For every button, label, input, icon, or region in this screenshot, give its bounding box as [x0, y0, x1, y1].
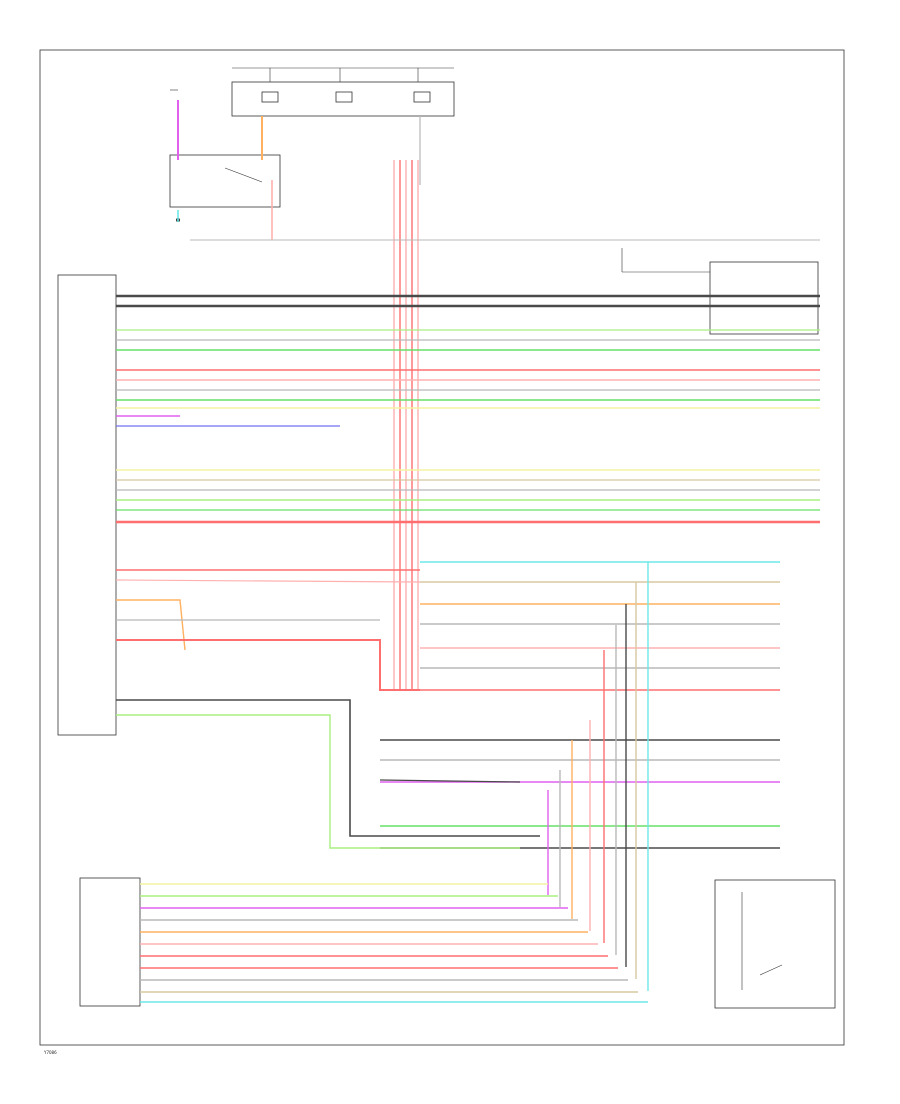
fuse-block — [231, 81, 455, 117]
audio-module-box — [709, 261, 819, 335]
radio-unit-connector — [57, 274, 117, 736]
relay-switch — [224, 167, 263, 183]
fuse-3 — [413, 91, 431, 103]
relay-box — [169, 154, 281, 208]
lower-connector — [79, 877, 141, 1007]
wire-left-black — [116, 699, 540, 837]
wire-left-green — [116, 714, 520, 849]
wire-left-pink — [115, 579, 421, 583]
wire-left-red-down — [116, 639, 420, 691]
fuse-1 — [261, 91, 279, 103]
diagram-frame — [39, 49, 845, 1046]
wire-group — [115, 100, 820, 1003]
antenna-module-box — [714, 879, 836, 1009]
wire-mid-black — [379, 779, 521, 783]
footer-code: Y7086 — [43, 1050, 57, 1055]
fuse-2 — [335, 91, 353, 103]
wire-left-orange — [116, 599, 186, 651]
